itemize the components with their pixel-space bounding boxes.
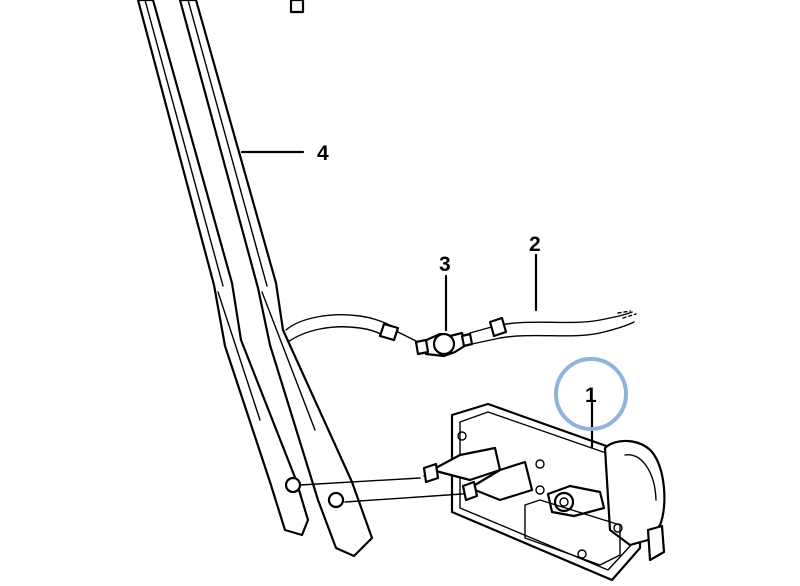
- wiper-arms: [136, 0, 374, 558]
- callout-1-highlight-ring: [554, 357, 628, 431]
- callout-1: 1: [585, 384, 597, 407]
- callout-4: 4: [317, 142, 329, 165]
- washer-hose: [285, 310, 637, 345]
- callout-3: 3: [439, 253, 451, 276]
- connector-3: [414, 331, 474, 358]
- callout-2: 2: [529, 233, 541, 256]
- wiper-motor: [299, 402, 666, 582]
